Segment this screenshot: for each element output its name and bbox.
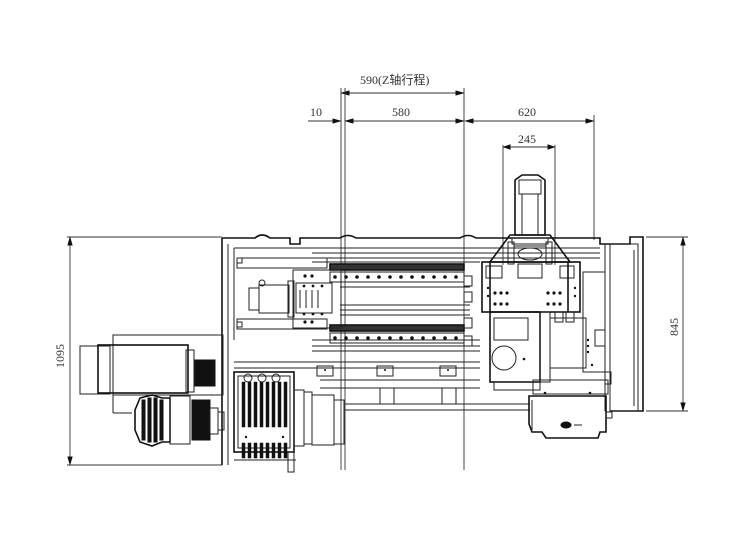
tailstock (528, 371, 613, 439)
left-dimension: 1095 (53, 236, 222, 466)
dim-overall-depth-label: 1095 (53, 344, 67, 368)
dim-right-span-label: 620 (518, 105, 536, 119)
carriage (248, 269, 342, 329)
linear-guide-rails (236, 257, 473, 347)
right-dimension: 845 (646, 236, 688, 412)
dim-turret-width-label: 245 (518, 132, 536, 146)
headstock (233, 371, 345, 473)
top-dimensions: 590(Z轴行程) 10 580 620 245 (308, 72, 595, 470)
spindle-motor (79, 334, 224, 414)
chuck (134, 394, 225, 447)
dim-left-offset-label: 10 (310, 105, 322, 119)
dim-bed-depth-label: 845 (667, 318, 681, 336)
dim-rail-length-label: 580 (392, 105, 410, 119)
tool-turret (481, 174, 606, 391)
dim-z-travel-label: 590(Z轴行程) (360, 72, 429, 87)
